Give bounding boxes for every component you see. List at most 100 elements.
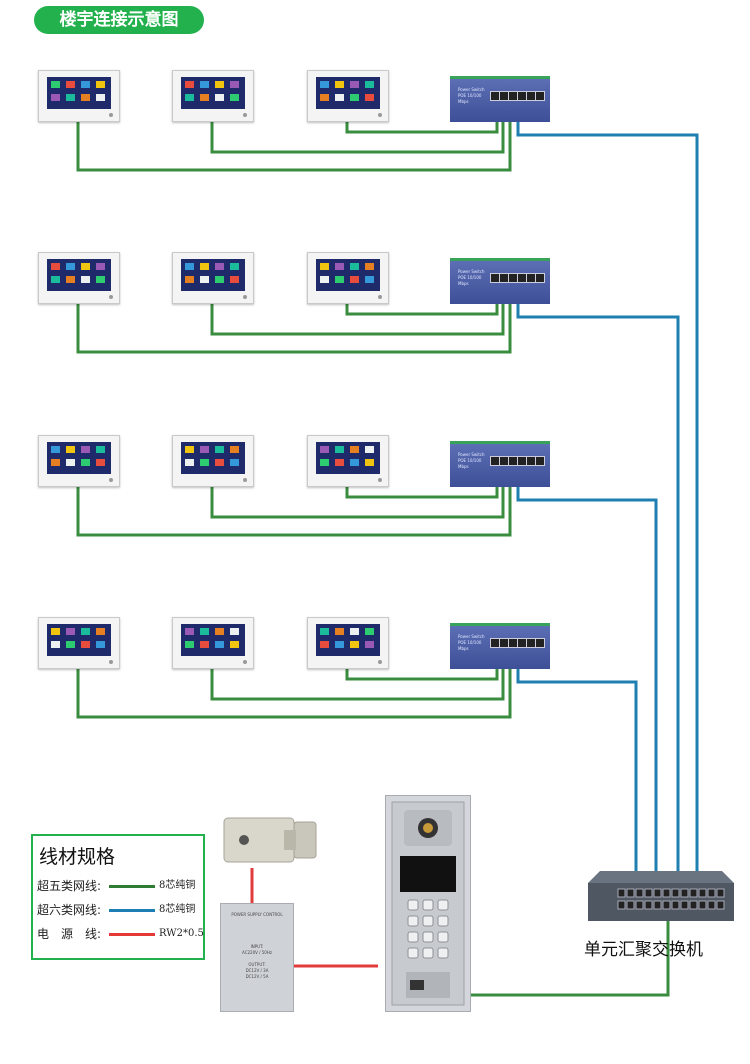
screen-tile xyxy=(66,446,75,453)
door-station-graphic xyxy=(391,801,465,1006)
screen-tile xyxy=(320,446,329,453)
access-switch: Power Switch POE 10/100 Mbps xyxy=(450,441,550,487)
psu-output-2: DC12V / 5A xyxy=(245,974,269,979)
keypad-key xyxy=(437,899,449,911)
indoor-monitor xyxy=(307,617,389,669)
psu-input-value: AC220V / 50Hz xyxy=(242,950,272,955)
screen-tile xyxy=(230,641,239,648)
screen-tile xyxy=(96,628,105,635)
indoor-monitor xyxy=(307,435,389,487)
cat6-cable xyxy=(516,669,638,885)
core-switch-port xyxy=(698,900,707,910)
monitor-screen xyxy=(316,442,380,474)
screen-tile xyxy=(215,459,224,466)
monitor-indicator xyxy=(378,295,382,299)
monitor-screen xyxy=(181,259,245,291)
screen-tile xyxy=(335,628,344,635)
screen-tile xyxy=(335,263,344,270)
cat5e-cable xyxy=(76,122,512,172)
core-switch-label: 单元汇聚交换机 xyxy=(584,940,703,960)
core-switch-port xyxy=(617,900,626,910)
cat5e-cable xyxy=(210,669,505,701)
screen-tile xyxy=(200,263,209,270)
electric-lock xyxy=(223,817,317,863)
screen-tile xyxy=(335,641,344,648)
screen-tile xyxy=(230,459,239,466)
screen-tile xyxy=(96,81,105,88)
switch-port xyxy=(535,91,545,101)
keypad-key xyxy=(437,947,449,959)
screen-tile xyxy=(81,263,90,270)
legend-spec: 8芯纯铜 xyxy=(159,904,196,915)
screen-tile xyxy=(51,81,60,88)
screen-tile xyxy=(320,276,329,283)
monitor-indicator xyxy=(243,295,247,299)
screen-tile xyxy=(51,94,60,101)
legend-label: 超五类网线: xyxy=(37,879,102,893)
screen-tile xyxy=(350,628,359,635)
cat5e-cable xyxy=(345,122,499,134)
screen-tile xyxy=(81,641,90,648)
screen-tile xyxy=(335,459,344,466)
core-switch-port xyxy=(617,888,626,898)
screen-tile xyxy=(320,94,329,101)
screen-tile xyxy=(66,94,75,101)
indoor-monitor xyxy=(38,617,120,669)
screen-tile xyxy=(81,446,90,453)
screen-tile xyxy=(200,94,209,101)
core-switch-port xyxy=(707,900,716,910)
screen-tile xyxy=(185,276,194,283)
screen-tile xyxy=(51,628,60,635)
screen-tile xyxy=(215,81,224,88)
screen-tile xyxy=(230,628,239,635)
core-switch-port xyxy=(626,888,635,898)
screen-tile xyxy=(335,276,344,283)
screen-tile xyxy=(81,276,90,283)
keypad-key xyxy=(437,915,449,927)
screen-tile xyxy=(365,263,374,270)
psu-input-label: INPUT: xyxy=(250,944,264,949)
core-switch-port xyxy=(635,888,644,898)
switch-brand-text: Power Switch POE 10/100 Mbps xyxy=(458,452,485,469)
screen-tile xyxy=(200,446,209,453)
psu-output-1: DC12V / 3A xyxy=(245,968,269,973)
screen-tile xyxy=(96,94,105,101)
core-switch-port xyxy=(671,888,680,898)
screen-tile xyxy=(200,628,209,635)
monitor-indicator xyxy=(378,478,382,482)
cat5e-cable xyxy=(210,122,505,154)
cat5e-cable xyxy=(76,487,512,537)
screen-tile xyxy=(66,628,75,635)
screen-tile xyxy=(335,81,344,88)
monitor-indicator xyxy=(109,295,113,299)
psu-output-label: OUTPUT: xyxy=(248,962,266,967)
switch-brand-text: Power Switch POE 10/100 Mbps xyxy=(458,269,485,286)
access-switch: Power Switch POE 10/100 Mbps xyxy=(450,76,550,122)
screen-tile xyxy=(215,446,224,453)
monitor-screen xyxy=(181,624,245,656)
indoor-monitor xyxy=(38,435,120,487)
core-switch-port xyxy=(626,900,635,910)
screen-tile xyxy=(185,641,194,648)
screen-tile xyxy=(230,446,239,453)
core-switch-port xyxy=(707,888,716,898)
cat5e-cable xyxy=(470,920,670,997)
screen-tile xyxy=(365,446,374,453)
core-switch-port xyxy=(716,900,725,910)
screen-tile xyxy=(350,81,359,88)
screen-tile xyxy=(320,459,329,466)
keypad-key xyxy=(407,915,419,927)
screen-tile xyxy=(320,641,329,648)
keypad-key xyxy=(422,931,434,943)
cat6-cable xyxy=(516,122,699,885)
keypad-key xyxy=(407,947,419,959)
monitor-indicator xyxy=(378,660,382,664)
core-switch-port xyxy=(689,888,698,898)
screen-tile xyxy=(81,81,90,88)
monitor-indicator xyxy=(243,113,247,117)
screen-tile xyxy=(215,641,224,648)
keypad-key xyxy=(407,931,419,943)
switch-port xyxy=(535,273,545,283)
